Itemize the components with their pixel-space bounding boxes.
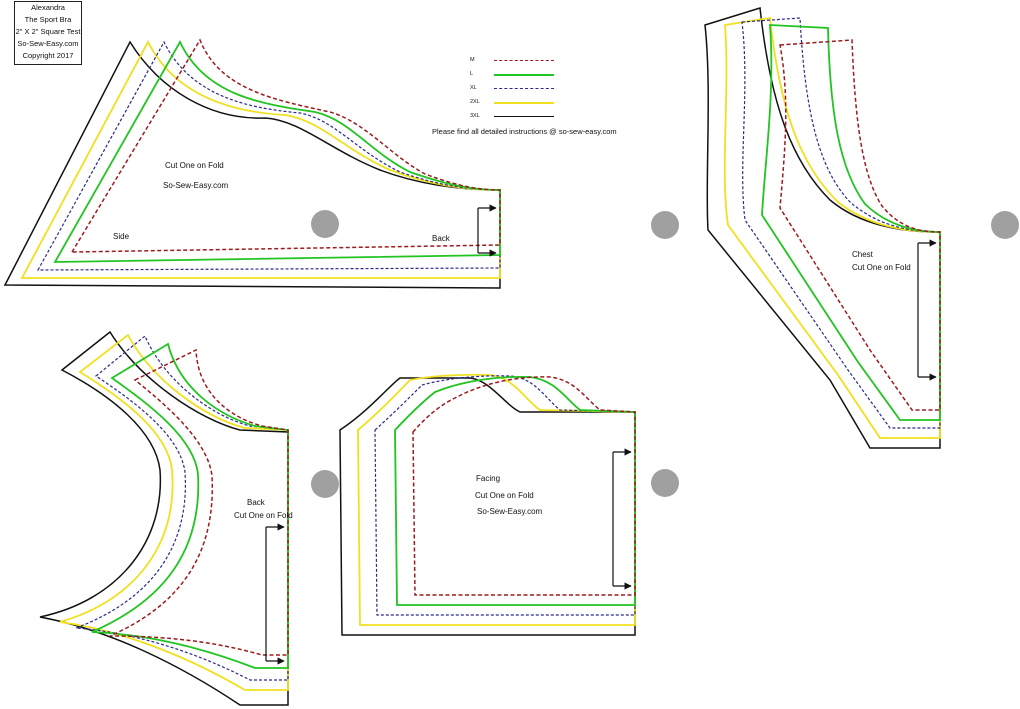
side-outline-m: [70, 38, 501, 253]
facing-outline-m: [412, 376, 636, 596]
side-outline-l: [53, 40, 501, 263]
chest-outline-2xl: [723, 16, 941, 439]
facing-site-label: So-Sew-Easy.com: [477, 507, 543, 516]
pattern-info-box: Alexandra The Sport Bra 2" X 2" Square T…: [14, 1, 82, 65]
legend-item-l: L: [470, 68, 570, 82]
legend-item-m: M: [470, 54, 570, 68]
registration-dot: [311, 210, 339, 238]
info-line: Alexandra: [31, 3, 65, 12]
legend-swatch: [494, 88, 554, 89]
registration-dot: [651, 469, 679, 497]
chest-outline-l: [761, 24, 941, 421]
facing-outline-l: [394, 375, 636, 606]
legend-swatch: [494, 74, 554, 76]
chest-cut-label: Cut One on Fold: [852, 263, 911, 272]
side-outline-2xl: [20, 40, 501, 279]
facing-pattern-piece: Facing Cut One on Fold So-Sew-Easy.com: [339, 373, 636, 636]
legend-swatch: [494, 116, 554, 117]
info-line: So-Sew-Easy.com: [17, 39, 79, 48]
instructions-text: Please find all detailed instructions @ …: [432, 127, 617, 136]
legend-label: 2XL: [470, 99, 480, 105]
side-site-label: So-Sew-Easy.com: [163, 181, 229, 190]
legend-label: XL: [470, 85, 477, 91]
facing-outline-xl: [374, 375, 636, 616]
size-legend: M L XL 2XL 3XL: [470, 54, 570, 124]
side-back-label: Back: [432, 234, 451, 243]
facing-outline-2xl: [357, 373, 636, 626]
back-outline-xl: [75, 335, 289, 681]
legend-label: 3XL: [470, 113, 480, 119]
back-cut-label: Cut One on Fold: [234, 511, 293, 520]
registration-dot: [311, 470, 339, 498]
side-pattern-piece: Cut One on Fold So-Sew-Easy.com Side Bac…: [3, 38, 501, 289]
side-cut-label: Cut One on Fold: [165, 161, 224, 170]
chest-pattern-piece: Chest Cut One on Fold: [704, 7, 941, 449]
legend-label: M: [470, 57, 475, 63]
registration-dot: [651, 211, 679, 239]
legend-item-3xl: 3XL: [470, 110, 570, 124]
registration-dot: [991, 211, 1019, 239]
facing-outline-3xl: [339, 377, 636, 636]
info-line: 2" X 2" Square Test: [15, 27, 81, 36]
legend-swatch: [494, 102, 554, 104]
back-outline-2xl: [59, 333, 289, 691]
chest-outline-m: [779, 39, 941, 411]
chest-outline-xl: [741, 17, 941, 429]
side-outline-xl: [36, 40, 501, 271]
back-name-label: Back: [247, 498, 266, 507]
facing-cut-label: Cut One on Fold: [475, 491, 534, 500]
info-line: The Sport Bra: [24, 15, 72, 24]
legend-label: L: [470, 71, 474, 77]
back-pattern-piece: Back Cut One on Fold: [39, 330, 293, 706]
info-line: Copyright 2017: [22, 51, 74, 60]
legend-item-2xl: 2XL: [470, 96, 570, 110]
side-side-label: Side: [113, 232, 130, 241]
side-outline-3xl: [3, 40, 501, 289]
back-outline-l: [91, 342, 289, 669]
back-outline-3xl: [39, 330, 289, 706]
legend-swatch: [494, 60, 554, 61]
chest-name-label: Chest: [852, 250, 874, 259]
legend-item-xl: XL: [470, 82, 570, 96]
facing-name-label: Facing: [476, 474, 500, 483]
back-outline-m: [109, 348, 289, 656]
